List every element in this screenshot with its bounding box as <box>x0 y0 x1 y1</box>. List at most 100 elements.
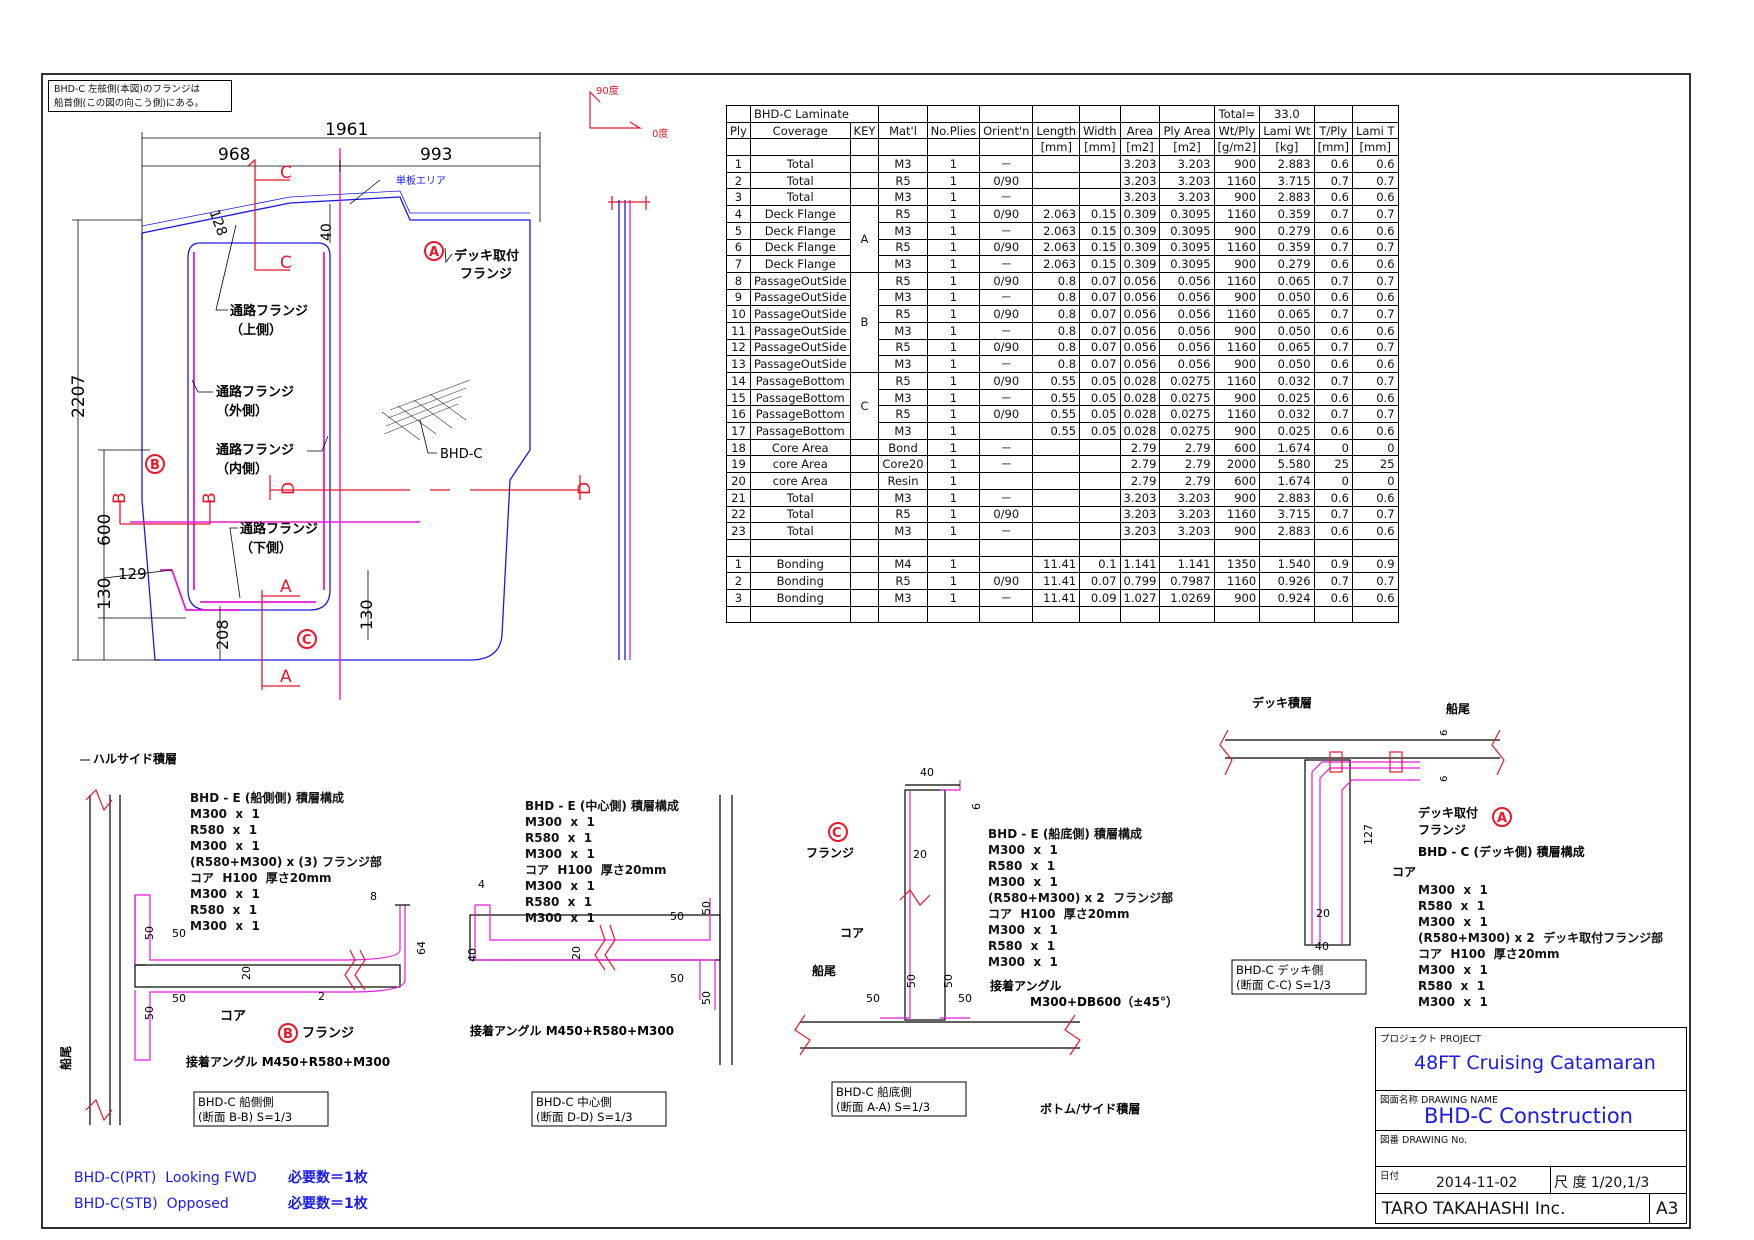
table-cell: 1.0269 <box>1159 588 1215 607</box>
table-cell <box>749 605 851 624</box>
table-cell: 900 <box>1213 155 1261 173</box>
table-cell: 1.674 <box>1259 472 1315 490</box>
tb-divider <box>1376 1130 1686 1131</box>
bb-dim-2: 2 <box>318 990 325 1003</box>
column-unit: [g/m2] <box>1213 138 1261 157</box>
table-cell: R5 <box>878 305 928 323</box>
table-cell: － <box>979 221 1034 240</box>
table-cell: 0.0275 <box>1159 405 1215 424</box>
table-cell: 0/90 <box>979 572 1034 590</box>
bb-core-label: コア <box>220 1009 246 1024</box>
table-cell: 0.056 <box>1119 338 1161 357</box>
deck-flange-hatch <box>141 190 530 234</box>
table-cell: 3.203 <box>1119 488 1161 507</box>
key-cell <box>849 505 880 524</box>
section-b-left: B <box>110 492 130 504</box>
table-cell: 8 <box>726 271 751 290</box>
dd-title-box <box>531 1091 667 1127</box>
table-cell: 3.203 <box>1159 171 1215 190</box>
table-cell: 20 <box>726 472 751 490</box>
table-cell: core Area <box>749 472 851 490</box>
table-cell: 0.6 <box>1313 588 1353 607</box>
bhd-c-label: BHD-C <box>440 447 482 462</box>
dd-title-1: BHD-C 中心側 <box>536 1095 612 1109</box>
table-cell: 0.6 <box>1351 488 1399 507</box>
cc-flange-label-1: デッキ取付 <box>1418 805 1478 820</box>
cc-deck-lam-label: デッキ積層 <box>1252 695 1312 710</box>
table-cell: 3.203 <box>1119 171 1161 190</box>
dd-dim-50a: 50 <box>670 910 684 923</box>
table-cell: Total <box>749 488 851 507</box>
table-cell: 0.6 <box>1351 288 1399 307</box>
key-cell <box>849 488 880 507</box>
table-cell: － <box>979 255 1034 273</box>
table-cell: M3 <box>878 422 928 440</box>
table-cell: 600 <box>1213 438 1261 457</box>
table-cell: 900 <box>1213 188 1261 207</box>
table-cell: 0.7 <box>1313 338 1353 357</box>
table-cell: 0.6 <box>1313 355 1353 373</box>
bb-dim-50a: 50 <box>143 926 156 940</box>
table-cell: 1 <box>926 422 981 440</box>
table-cell: 0.050 <box>1259 321 1315 340</box>
bb-stern-label: 船尾 <box>58 1046 73 1070</box>
aa-stack-spec: BHD - E (船底側) 積層構成 M300 x 1 R580 x 1 M30… <box>988 827 1174 969</box>
table-cell: 0.6 <box>1351 321 1399 340</box>
table-cell: 0 <box>1313 472 1353 490</box>
bb-dim-50d: 50 <box>143 1006 156 1020</box>
table-cell: 0.55 <box>1032 372 1081 390</box>
table-cell: 0.1 <box>1079 555 1121 574</box>
table-cell: 1 <box>926 171 981 190</box>
table-cell: 0.6 <box>1313 288 1353 307</box>
aa-title-box <box>831 1081 967 1117</box>
table-cell <box>1032 505 1081 524</box>
table-cell: Total <box>749 171 851 190</box>
table-cell: 17 <box>726 422 751 440</box>
table-cell: 900 <box>1213 488 1261 507</box>
cc-dim-127: 127 <box>1362 824 1375 845</box>
table-cell: 0.3095 <box>1159 255 1215 273</box>
table-row <box>726 605 1399 624</box>
table-cell: 1 <box>926 288 981 307</box>
table-cell: － <box>979 355 1034 373</box>
table-cell: 0.05 <box>1079 405 1121 424</box>
marker-a-circle <box>424 241 444 261</box>
table-cell: M3 <box>878 388 928 407</box>
table-cell: 3.715 <box>1259 505 1315 524</box>
dd-stack-spec: BHD - E (中心側) 積層構成 M300 x 1 R580 x 1 M30… <box>525 799 680 925</box>
table-cell: 0.309 <box>1119 238 1161 257</box>
column-header: T/Ply <box>1313 121 1353 140</box>
column-header: Mat'l <box>878 121 928 140</box>
column-header: Wt/Ply <box>1213 121 1261 140</box>
table-cell: 1 <box>926 572 981 590</box>
table-cell: R5 <box>878 205 928 223</box>
table-cell: 0.056 <box>1159 338 1215 357</box>
table-cell: 1.141 <box>1159 555 1215 574</box>
table-cell: 0.056 <box>1159 288 1215 307</box>
table-cell: 600 <box>1213 472 1261 490</box>
table-cell <box>1259 605 1315 624</box>
table-cell: 3.203 <box>1119 505 1161 524</box>
table-cell: 0.7 <box>1351 205 1399 223</box>
column-unit <box>749 138 851 157</box>
table-cell: 0.07 <box>1079 271 1121 290</box>
table-cell: － <box>979 438 1034 457</box>
table-cell: 0.0275 <box>1159 422 1215 440</box>
dd-dim-4: 4 <box>478 878 485 891</box>
table-cell: 0.056 <box>1159 355 1215 373</box>
column-unit: [mm] <box>1079 138 1121 157</box>
table-cell: 15 <box>726 388 751 407</box>
project-name: 48FT Cruising Catamaran <box>1414 1052 1656 1074</box>
dim-left-width: 968 <box>218 145 250 165</box>
table-cell: 1 <box>926 472 981 490</box>
dim-40-top: 40 <box>319 223 335 241</box>
angle-90-label: 90度 <box>596 84 619 97</box>
table-cell: 5 <box>726 221 751 240</box>
table-cell <box>926 605 981 624</box>
dd-dim-50c: 50 <box>670 972 684 985</box>
